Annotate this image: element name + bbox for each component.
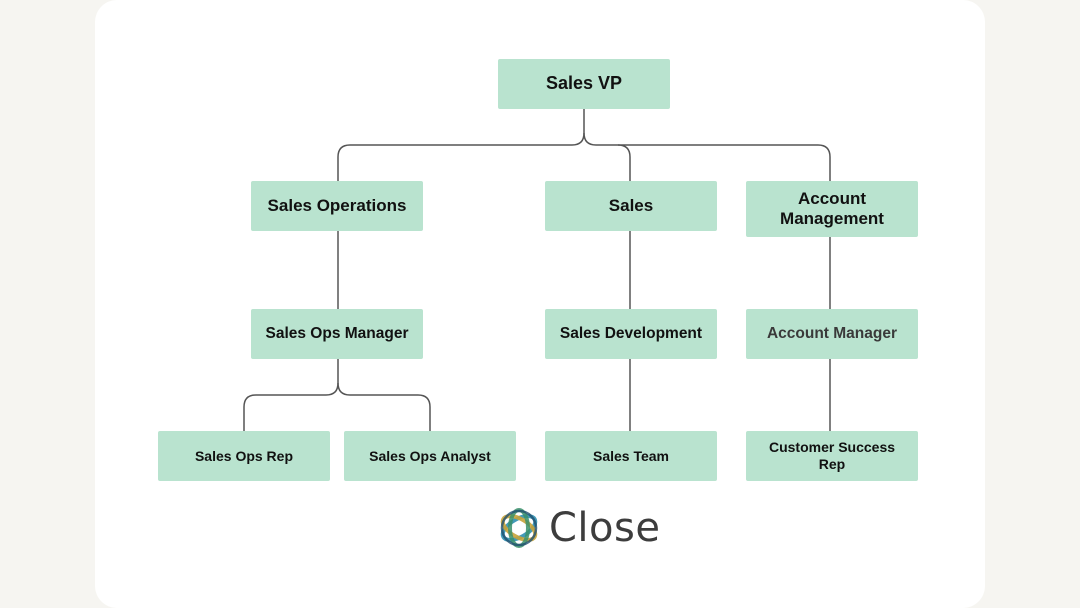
connector-root-right	[583, 132, 831, 182]
node-sales-ops-manager: Sales Ops Manager	[251, 309, 423, 359]
node-sales-ops-rep: Sales Ops Rep	[158, 431, 330, 481]
node-sales-development: Sales Development	[545, 309, 717, 359]
node-sales-vp: Sales VP	[498, 59, 670, 109]
node-sales-ops-analyst: Sales Ops Analyst	[344, 431, 516, 481]
connector-opsmanager-analyst	[337, 382, 431, 432]
node-account-management: Account Management	[746, 181, 918, 237]
close-logo-icon	[500, 508, 538, 548]
close-logo: Close	[497, 505, 660, 551]
connector-root-stem	[337, 108, 585, 182]
node-customer-success-rep: Customer Success Rep	[746, 431, 918, 481]
node-sales-operations: Sales Operations	[251, 181, 423, 231]
connector-opsmanager-split	[243, 359, 339, 432]
connector-root-sales	[617, 144, 631, 182]
node-account-manager: Account Manager	[746, 309, 918, 359]
node-sales: Sales	[545, 181, 717, 231]
node-sales-team: Sales Team	[545, 431, 717, 481]
logo-wordmark: Close	[549, 505, 661, 551]
